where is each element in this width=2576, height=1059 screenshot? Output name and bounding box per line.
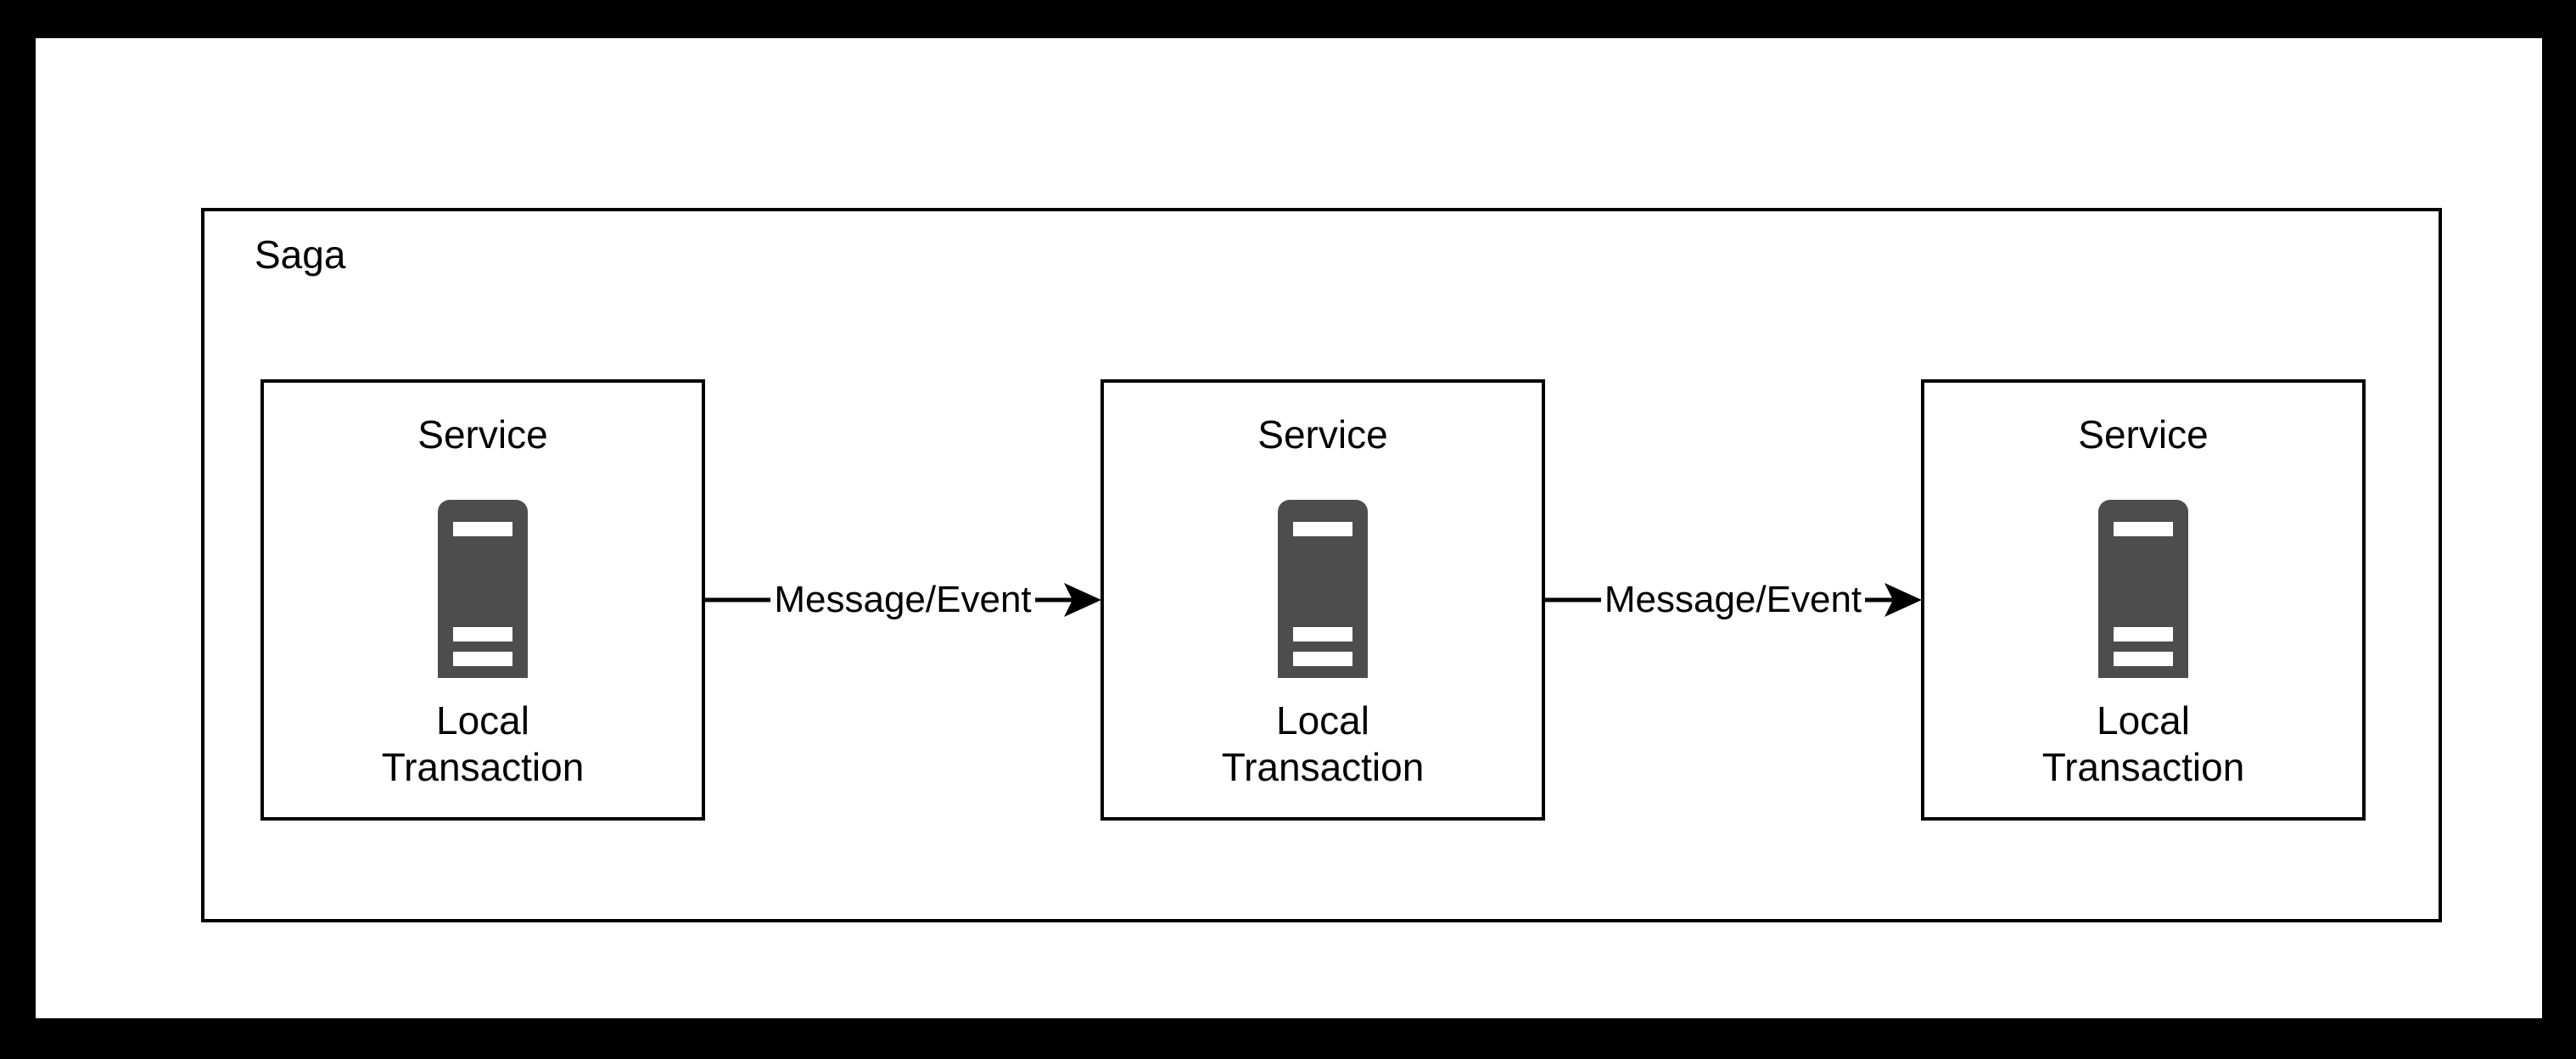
service-box-2[interactable]: Service Local Transaction (1100, 379, 1545, 821)
service-title: Service (2078, 412, 2209, 457)
arrow-icon (704, 583, 1101, 617)
saga-container-label: Saga (255, 233, 346, 277)
connector-arrow-2: Message/Event (1544, 578, 1922, 622)
arrow-icon (1544, 583, 1922, 617)
service-box-1[interactable]: Service Local Transaction (260, 379, 705, 821)
server-icon-bar-bottom (2114, 652, 2173, 666)
connector-arrow-1: Message/Event (704, 578, 1101, 622)
diagram-canvas: Saga Service Local Transaction Message/E… (36, 38, 2542, 1018)
server-icon-bar-middle (2114, 627, 2173, 642)
server-icon (2098, 500, 2188, 678)
server-icon (438, 500, 528, 678)
server-icon-bar-bottom (453, 652, 512, 666)
service-title: Service (417, 412, 548, 457)
service-subtitle: Local Transaction (1924, 698, 2362, 790)
server-icon-bar-middle (453, 627, 512, 642)
service-subtitle-line2: Transaction (1221, 744, 1425, 789)
service-subtitle-line1: Local (2097, 698, 2190, 743)
server-icon-bar-top (1293, 522, 1352, 536)
service-subtitle: Local Transaction (1104, 698, 1542, 790)
service-subtitle-line1: Local (436, 698, 529, 743)
service-title: Service (1257, 412, 1388, 457)
server-icon-bar-middle (1293, 627, 1352, 642)
service-box-3[interactable]: Service Local Transaction (1921, 379, 2366, 821)
server-icon-bar-bottom (1293, 652, 1352, 666)
service-subtitle-line2: Transaction (2041, 744, 2245, 789)
server-icon-bar-top (2114, 522, 2173, 536)
server-icon (1278, 500, 1368, 678)
service-subtitle-line2: Transaction (381, 744, 585, 789)
service-subtitle: Local Transaction (264, 698, 702, 790)
server-icon-bar-top (453, 522, 512, 536)
service-subtitle-line1: Local (1276, 698, 1369, 743)
